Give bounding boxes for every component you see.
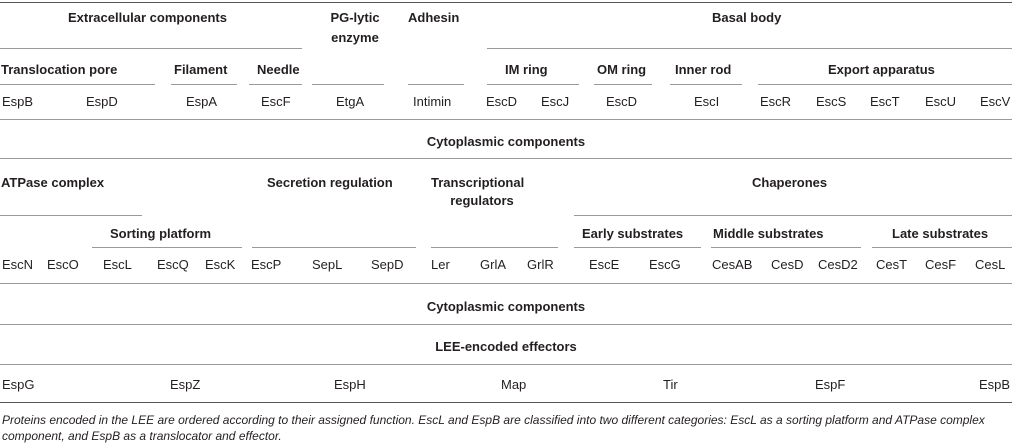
rule-extracellular — [0, 48, 302, 49]
group-header-basal-body: Basal body — [712, 10, 782, 25]
protein-cell: EscQ — [157, 257, 189, 272]
rule-export-apparatus — [758, 84, 1012, 85]
protein-cell: EscL — [103, 257, 132, 272]
subheader-inner-rod: Inner rod — [675, 62, 732, 77]
protein-cell: EscS — [816, 94, 847, 109]
rule-early-substrates — [574, 247, 701, 248]
protein-cell: EscK — [205, 257, 236, 272]
protein-cell: CesL — [975, 257, 1006, 272]
rule-cytoplasmic-header-2 — [0, 324, 1012, 325]
rule-inner-rod — [670, 84, 742, 85]
protein-cell: EscG — [649, 257, 681, 272]
subheader-im-ring: IM ring — [505, 62, 548, 77]
subheader-late-substrates: Late substrates — [892, 226, 989, 241]
subheader-sorting-platform: Sorting platform — [110, 226, 212, 241]
protein-cell: CesD2 — [818, 257, 858, 272]
subheader-filament: Filament — [174, 62, 228, 77]
protein-cell: Intimin — [413, 94, 452, 109]
section-header-cytoplasmic: Cytoplasmic components — [426, 134, 586, 149]
protein-cell: EscT — [870, 94, 900, 109]
protein-cell: EspF — [815, 377, 846, 392]
rule-om-ring — [594, 84, 652, 85]
subheader-needle: Needle — [257, 62, 300, 77]
rule-secretion-regulation — [252, 247, 416, 248]
subheader-om-ring: OM ring — [597, 62, 647, 77]
protein-cell: EscD — [606, 94, 638, 109]
protein-cell: CesAB — [712, 257, 753, 272]
protein-cell: EscU — [925, 94, 957, 109]
protein-cell: EscP — [251, 257, 282, 272]
protein-cell: EspA — [186, 94, 218, 109]
protein-cell: EscI — [694, 94, 720, 109]
subheader-early-substrates: Early substrates — [582, 226, 684, 241]
group-header-extracellular: Extracellular components — [68, 10, 227, 25]
rule-filament — [171, 84, 237, 85]
protein-cell: EscR — [760, 94, 792, 109]
rule-section-1-end — [0, 119, 1012, 120]
rule-im-ring — [487, 84, 579, 85]
subheader-translocation-pore: Translocation pore — [1, 62, 118, 77]
protein-cell: EscE — [589, 257, 620, 272]
rule-transcriptional — [431, 247, 558, 248]
rule-pg-lytic — [312, 84, 384, 85]
rule-cytoplasmic-header — [0, 158, 1012, 159]
protein-cell: EscJ — [541, 94, 570, 109]
protein-cell: EspD — [86, 94, 118, 109]
protein-cell: Ler — [431, 257, 450, 272]
protein-cell: GrlA — [480, 257, 506, 272]
protein-cell: SepL — [312, 257, 343, 272]
protein-cell: EscO — [47, 257, 79, 272]
protein-cell: EspG — [2, 377, 35, 392]
section-header-effectors: LEE-encoded effectors — [435, 339, 577, 354]
protein-cell: EtgA — [336, 94, 365, 109]
protein-cell: SepD — [371, 257, 404, 272]
protein-cell: EscV — [980, 94, 1011, 109]
protein-cell: GrlR — [527, 257, 554, 272]
section-header-cytoplasmic-2: Cytoplasmic components — [426, 299, 586, 314]
header-adhesin: Adhesin — [408, 10, 460, 25]
rule-atpase-complex — [0, 215, 142, 216]
rule-adhesin — [408, 84, 464, 85]
protein-cell: EspZ — [170, 377, 201, 392]
protein-cell: CesD — [771, 257, 804, 272]
header-pg-lytic-line1: PG-lytic — [330, 10, 380, 25]
subheader-middle-substrates: Middle substrates — [713, 226, 824, 241]
subheader-export-apparatus: Export apparatus — [828, 62, 935, 77]
protein-cell: EscD — [486, 94, 518, 109]
rule-effectors-header — [0, 364, 1012, 365]
table-bottom-border — [0, 402, 1012, 403]
protein-cell: EscN — [2, 257, 34, 272]
protein-cell: EspB — [2, 94, 34, 109]
header-transcriptional-line2: regulators — [450, 193, 514, 208]
protein-cell: EspB — [979, 377, 1011, 392]
protein-cell: EscF — [261, 94, 291, 109]
protein-cell: CesT — [876, 257, 908, 272]
rule-sorting-platform — [92, 247, 242, 248]
rule-translocation-pore — [0, 84, 155, 85]
protein-cell: Tir — [663, 377, 678, 392]
rule-needle — [249, 84, 302, 85]
protein-cell: Map — [501, 377, 527, 392]
header-pg-lytic-line2: enzyme — [331, 30, 379, 45]
protein-cell: EspH — [334, 377, 366, 392]
rule-middle-substrates — [711, 247, 861, 248]
rule-section-2-end — [0, 283, 1012, 284]
protein-cell: CesF — [925, 257, 957, 272]
header-transcriptional-line1: Transcriptional — [431, 175, 525, 190]
table-top-border — [0, 2, 1012, 3]
group-header-atpase-complex: ATPase complex — [1, 175, 105, 190]
group-header-chaperones: Chaperones — [752, 175, 828, 190]
table-caption: Proteins encoded in the LEE are ordered … — [2, 413, 985, 443]
rule-basal-body — [487, 48, 1012, 49]
rule-late-substrates — [872, 247, 1012, 248]
rule-chaperones — [574, 215, 1012, 216]
header-secretion-regulation: Secretion regulation — [267, 175, 393, 190]
